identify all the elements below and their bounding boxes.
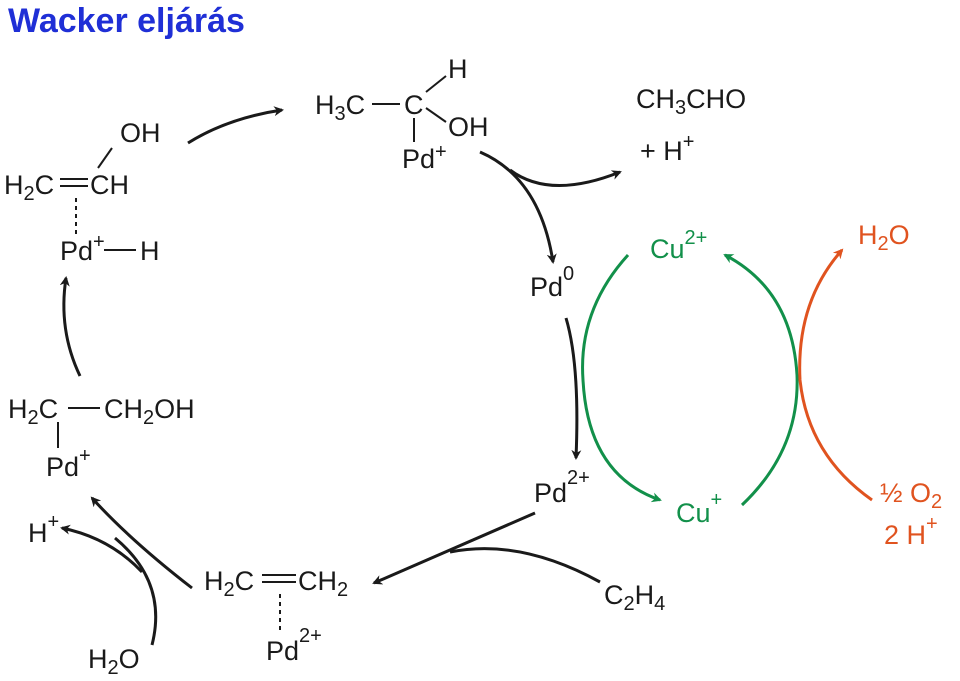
svg-text:Pd+: Pd+	[402, 141, 447, 174]
svg-text:OH: OH	[448, 112, 489, 142]
svg-text:OH: OH	[120, 118, 161, 148]
svg-text:½ O2: ½ O2	[880, 478, 942, 513]
arrow-to-pd0	[479, 150, 557, 264]
svg-text:CH: CH	[90, 170, 129, 200]
svg-text:Pd+: Pd+	[60, 231, 105, 266]
svg-text:2 H+: 2 H+	[884, 513, 938, 550]
svg-text:Cu2+: Cu2+	[650, 227, 707, 264]
species-pd2: Pd2+	[534, 467, 590, 508]
svg-text:+ H+: + H+	[640, 131, 694, 166]
species-hydroxyethyl-pd: H2C CH2OH Pd+	[8, 394, 195, 482]
svg-text:Cu+: Cu+	[676, 489, 722, 528]
species-acetaldehyde: CH3CHO + H+	[636, 84, 746, 166]
svg-text:CH3CHO: CH3CHO	[636, 84, 746, 119]
svg-text:Pd2+: Pd2+	[534, 467, 590, 508]
arrow-ethene-in	[449, 547, 601, 584]
species-proton: H+	[28, 511, 59, 548]
species-cu1: Cu+	[676, 489, 722, 528]
arrow-ethene-complex-to-hydroxyethyl	[90, 496, 193, 590]
svg-text:Pd+: Pd+	[46, 445, 91, 482]
svg-text:Pd2+: Pd2+	[266, 625, 322, 666]
svg-text:H: H	[140, 236, 160, 266]
arrow-release-acetaldehyde	[509, 168, 622, 187]
svg-text:H2C: H2C	[4, 170, 54, 205]
arrow-water-in	[114, 536, 158, 646]
arrow-cu2-to-cu1	[581, 253, 662, 503]
species-cu2: Cu2+	[650, 227, 707, 264]
species-pd0: Pd0	[530, 263, 574, 302]
arrow-enol-to-hydroxyethyl	[187, 106, 284, 145]
svg-text:H+: H+	[28, 511, 59, 548]
arrow-pd2-to-ethene-complex	[372, 511, 536, 585]
arrow-h-plus-out	[60, 524, 144, 574]
species-ch3-choh-pd: H3C C H OH Pd+	[315, 54, 489, 174]
svg-text:H2C: H2C	[8, 394, 58, 429]
species-ethene-pd-complex: H2C CH2 Pd2+	[204, 566, 348, 666]
species-enol-pd-hydride: OH H2C CH Pd+ H	[4, 118, 161, 266]
svg-text:CH2: CH2	[298, 566, 348, 601]
arrow-hydroxyethyl-to-enol	[59, 276, 82, 377]
svg-text:CH2OH: CH2OH	[104, 394, 195, 429]
svg-text:H: H	[448, 54, 468, 84]
species-water-out: H2O	[858, 220, 910, 255]
svg-text:H2C: H2C	[204, 566, 254, 601]
arrow-cu1-to-cu2	[723, 253, 799, 507]
species-oxygen-in: ½ O2 2 H+	[880, 478, 942, 550]
arrow-pd0-to-pd2	[564, 317, 582, 460]
svg-text:C: C	[404, 90, 424, 120]
species-water-in: H2O	[88, 644, 140, 679]
svg-text:H2O: H2O	[858, 220, 910, 255]
svg-text:Pd0: Pd0	[530, 263, 574, 302]
arrow-oxygen-to-water	[798, 248, 873, 502]
svg-text:C2H4: C2H4	[604, 580, 665, 615]
svg-text:H2O: H2O	[88, 644, 140, 679]
svg-text:H3C: H3C	[315, 90, 365, 125]
diagram-title: Wacker eljárás	[8, 2, 245, 40]
species-ethene: C2H4	[604, 580, 665, 615]
